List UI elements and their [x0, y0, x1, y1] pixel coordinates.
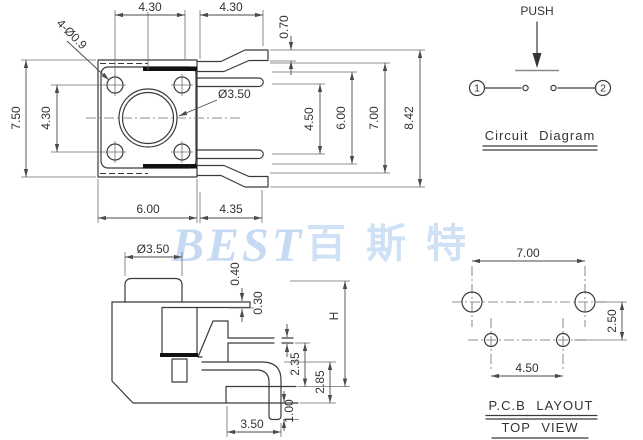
top-view: 4.30 4.30 0.70 7.50 4.30 4-Ø0.9 Ø3.50 6.…	[9, 0, 425, 223]
label-button-dia: Ø3.50	[137, 242, 170, 256]
dim-lead-length-bottom: 4.35	[219, 202, 243, 216]
lead-straight-lower	[196, 149, 264, 160]
watermark-latin: BEST	[171, 219, 304, 272]
dim-pin-setback: 3.50	[240, 417, 264, 431]
lead-bent-bottom	[196, 164, 269, 188]
dim-lead-to-seat: 2.35	[288, 352, 302, 376]
body-profile	[111, 301, 297, 404]
contact-dot-right	[550, 84, 557, 92]
pcb-hole-outer-right	[574, 291, 596, 313]
corner-holes	[104, 74, 193, 163]
plunger-box	[161, 306, 198, 357]
dim-lead-span-mid: 6.00	[334, 106, 348, 130]
circuit-diagram: PUSH 1 2 Circuit Diagram	[468, 4, 612, 151]
pcb-holes	[461, 291, 596, 348]
pcb-hole-outer-left	[461, 291, 483, 313]
lead-horizontal	[227, 337, 294, 344]
side-view: Ø3.50 0.40 0.30 H 2.35 2.85 1.00 3.50	[111, 242, 350, 437]
lead-bend-and-pin	[201, 361, 282, 421]
watermark-cjk: 百斯特	[306, 222, 486, 266]
pcb-top-view-caption: TOP VIEW	[501, 420, 578, 435]
label-corner-holes: 4-Ø0.9	[54, 16, 90, 52]
dim-total-height: H	[327, 312, 341, 321]
side-leads	[201, 337, 294, 421]
circuit-diagram-caption: Circuit Diagram	[485, 128, 596, 143]
side-view-dimensions: Ø3.50 0.40 0.30 H 2.35 2.85 1.00 3.50	[124, 242, 350, 437]
lead-straight-upper	[196, 77, 264, 88]
dim-lead-offset: 0.70	[277, 15, 291, 39]
pcb-hole-inner-left	[483, 332, 499, 348]
terminal-1-label: 1	[474, 83, 480, 95]
dim-lead-span-inner: 4.50	[302, 107, 316, 131]
dim-lead-length-top: 4.30	[219, 0, 243, 14]
dim-body-height: 7.50	[9, 106, 23, 130]
contact-spring	[197, 320, 229, 363]
dim-hole-pitch-v: 4.30	[39, 106, 53, 130]
pcb-layout-caption: P.C.B LAYOUT	[489, 398, 594, 413]
top-view-dimensions: 4.30 4.30 0.70 7.50 4.30 4-Ø0.9 Ø3.50 6.…	[9, 0, 425, 223]
dim-cap-step: 0.40	[228, 262, 242, 286]
contact-dot-left	[522, 84, 529, 92]
switch-flange-outline	[97, 59, 198, 178]
label-stem-dia: Ø3.50	[218, 87, 251, 101]
contact-bar-bottom	[143, 164, 197, 169]
dim-seat-to-tip: 2.85	[313, 370, 327, 394]
dim-overall-height: 8.42	[402, 106, 416, 130]
dim-inner-hole-pitch: 4.50	[515, 361, 539, 375]
dim-lead-thickness: 0.30	[251, 291, 265, 315]
dim-body-width: 6.00	[136, 202, 160, 216]
lead-bent-top	[196, 49, 269, 73]
pcb-hole-inner-right	[555, 332, 571, 348]
push-label: PUSH	[520, 4, 553, 18]
plunger-foot	[171, 358, 188, 383]
dim-pin-protrusion: 1.00	[282, 399, 296, 423]
button-cap-profile	[124, 277, 183, 303]
dim-outer-hole-pitch: 7.00	[516, 246, 540, 260]
dim-hole-pitch-h: 4.30	[138, 0, 162, 14]
pcb-dimensions: 7.00 2.50 4.50	[472, 246, 627, 379]
push-arrow-head	[532, 53, 542, 68]
contact-bar-top	[143, 66, 197, 71]
flange-step	[196, 301, 251, 309]
leads	[196, 49, 269, 188]
watermark: BEST 百斯特	[171, 219, 486, 272]
terminal-2-label: 2	[600, 83, 606, 95]
dim-row-pitch: 2.50	[605, 309, 619, 333]
pcb-layout: 7.00 2.50 4.50 P.C.B LAYOUT TOP VIEW	[452, 246, 627, 439]
dim-lead-span-outer: 7.00	[367, 106, 381, 130]
